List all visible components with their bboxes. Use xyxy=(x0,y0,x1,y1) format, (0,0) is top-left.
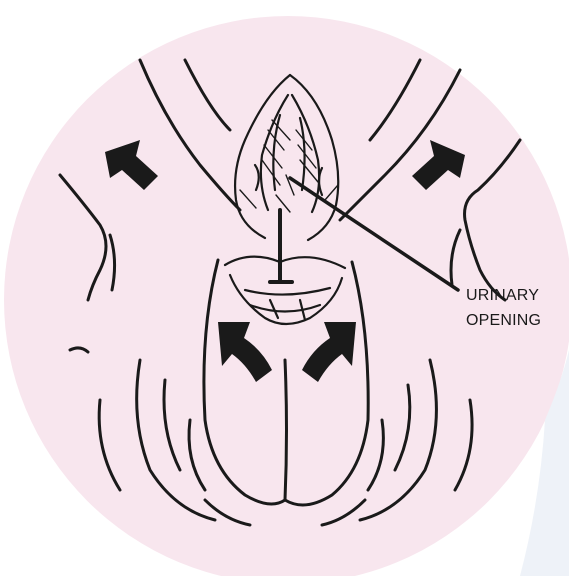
label-opening: OPENING xyxy=(466,312,541,329)
label-urinary: URINARY xyxy=(466,287,539,304)
